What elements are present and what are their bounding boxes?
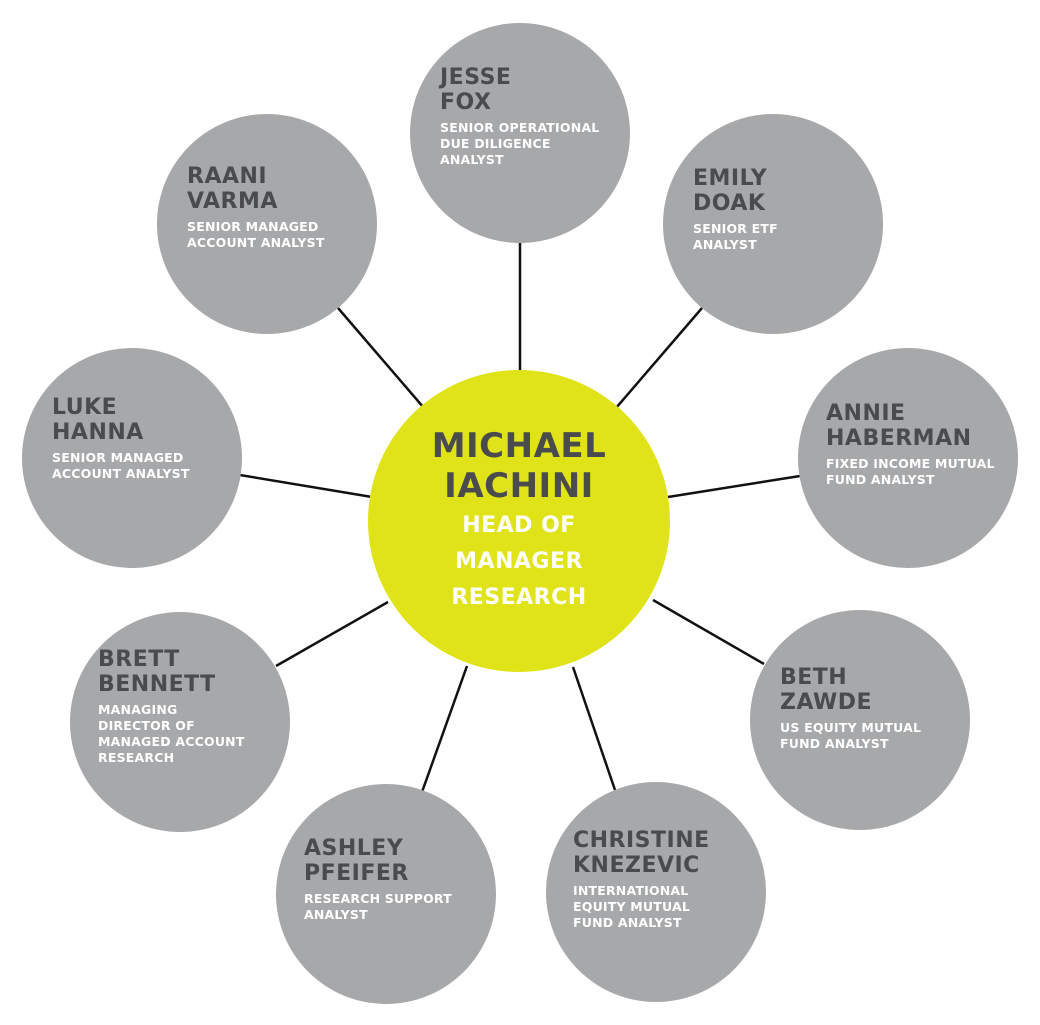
connector-emily-doak — [615, 307, 703, 409]
node-title-line: SENIOR ETF — [693, 220, 778, 236]
center-node: MICHAEL IACHINI HEAD OF MANAGER RESEARCH — [368, 370, 670, 672]
node-ashley-pfeifer: ASHLEY PFEIFER RESEARCH SUPPORT ANALYST — [276, 784, 496, 1004]
node-title-line: FUND ANALYST — [780, 735, 889, 751]
node-title-line: EQUITY MUTUAL — [573, 898, 691, 914]
node-luke-hanna: LUKE HANNA SENIOR MANAGED ACCOUNT ANALYS… — [22, 348, 242, 568]
node-annie-haberman: ANNIE HABERMAN FIXED INCOME MUTUAL FUND … — [798, 348, 1018, 568]
connector-beth-zawde — [652, 598, 765, 666]
node-title: SENIOR MANAGED ACCOUNT ANALYST — [187, 219, 377, 251]
node-title-line: FUND ANALYST — [573, 914, 682, 930]
node-title-line: SENIOR MANAGED — [187, 218, 319, 234]
node-brett-bennett: BRETT BENNETT MANAGING DIRECTOR OF MANAG… — [70, 612, 290, 832]
node-title-line: ANALYST — [693, 236, 757, 252]
connector-luke-hanna — [239, 473, 373, 499]
node-title: SENIOR MANAGED ACCOUNT ANALYST — [52, 450, 242, 482]
node-title-line: FUND ANALYST — [826, 471, 935, 487]
node-name-line: CHRISTINE — [573, 827, 710, 853]
node-title-line: RESEARCH SUPPORT — [304, 890, 452, 906]
center-title-line: MANAGER — [455, 549, 583, 574]
node-title: MANAGING DIRECTOR OF MANAGED ACCOUNT RES… — [98, 702, 290, 766]
node-name: EMILY DOAK — [693, 166, 883, 216]
node-title: INTERNATIONAL EQUITY MUTUAL FUND ANALYST — [573, 883, 766, 931]
node-title-line: ANALYST — [440, 151, 504, 167]
connector-ashley-pfeifer — [420, 665, 469, 793]
node-christine-knezevic: CHRISTINE KNEZEVIC INTERNATIONAL EQUITY … — [546, 782, 766, 1002]
node-title-line: MANAGING — [98, 701, 178, 717]
node-name: JESSE FOX — [440, 65, 630, 115]
node-name-line: ANNIE — [826, 400, 906, 426]
node-name-line: ASHLEY — [304, 835, 404, 861]
node-name-line: ZAWDE — [780, 689, 873, 715]
node-name-line: KNEZEVIC — [573, 852, 700, 878]
connector-christine-knezevic — [571, 666, 617, 791]
node-title-line: DIRECTOR OF — [98, 717, 195, 733]
node-name-line: HABERMAN — [826, 425, 972, 451]
node-title-line: RESEARCH — [98, 749, 175, 765]
node-name: BETH ZAWDE — [780, 665, 970, 715]
node-name-line: BENNETT — [98, 671, 216, 697]
node-title-line: DUE DILIGENCE — [440, 135, 551, 151]
node-title-line: ACCOUNT ANALYST — [187, 234, 325, 250]
connector-annie-haberman — [667, 474, 801, 499]
center-name-line: MICHAEL — [431, 426, 607, 466]
node-name-line: FOX — [440, 89, 492, 115]
center-title: HEAD OF MANAGER RESEARCH — [451, 508, 586, 616]
node-name: LUKE HANNA — [52, 395, 242, 445]
node-title: SENIOR ETF ANALYST — [693, 221, 883, 253]
center-name-line: IACHINI — [444, 466, 594, 506]
node-title: SENIOR OPERATIONAL DUE DILIGENCE ANALYST — [440, 120, 630, 168]
node-name-line: BRETT — [98, 646, 180, 672]
node-name-line: PFEIFER — [304, 860, 409, 886]
connector-raani-varma — [337, 307, 425, 409]
node-name: ANNIE HABERMAN — [826, 401, 1018, 451]
node-title-line: FIXED INCOME MUTUAL — [826, 455, 995, 471]
node-name-line: EMILY — [693, 165, 768, 191]
node-beth-zawde: BETH ZAWDE US EQUITY MUTUAL FUND ANALYST — [750, 610, 970, 830]
center-name: MICHAEL IACHINI — [432, 426, 607, 506]
node-name-line: RAANI — [187, 163, 268, 189]
node-name: CHRISTINE KNEZEVIC — [573, 828, 766, 878]
node-raani-varma: RAANI VARMA SENIOR MANAGED ACCOUNT ANALY… — [157, 114, 377, 334]
node-title-line: INTERNATIONAL — [573, 882, 689, 898]
node-name-line: VARMA — [187, 188, 278, 214]
center-title-line: HEAD OF — [462, 513, 576, 538]
center-title-line: RESEARCH — [451, 585, 587, 610]
node-name-line: BETH — [780, 664, 848, 690]
node-name: ASHLEY PFEIFER — [304, 836, 496, 886]
node-jesse-fox: JESSE FOX SENIOR OPERATIONAL DUE DILIGEN… — [410, 23, 630, 243]
node-title: FIXED INCOME MUTUAL FUND ANALYST — [826, 456, 1018, 488]
node-title: RESEARCH SUPPORT ANALYST — [304, 891, 496, 923]
node-title-line: SENIOR MANAGED — [52, 449, 184, 465]
node-title-line: US EQUITY MUTUAL — [780, 719, 922, 735]
node-name-line: DOAK — [693, 190, 766, 216]
node-name-line: HANNA — [52, 419, 144, 445]
node-name: RAANI VARMA — [187, 164, 377, 214]
connector-brett-bennett — [275, 600, 389, 668]
node-title-line: ACCOUNT ANALYST — [52, 465, 190, 481]
node-name-line: LUKE — [52, 394, 118, 420]
node-title-line: MANAGED ACCOUNT — [98, 733, 245, 749]
node-title: US EQUITY MUTUAL FUND ANALYST — [780, 720, 970, 752]
node-title-line: ANALYST — [304, 906, 368, 922]
node-name: BRETT BENNETT — [98, 647, 290, 697]
node-name-line: JESSE — [440, 64, 512, 90]
node-title-line: SENIOR OPERATIONAL — [440, 119, 600, 135]
node-emily-doak: EMILY DOAK SENIOR ETF ANALYST — [663, 114, 883, 334]
